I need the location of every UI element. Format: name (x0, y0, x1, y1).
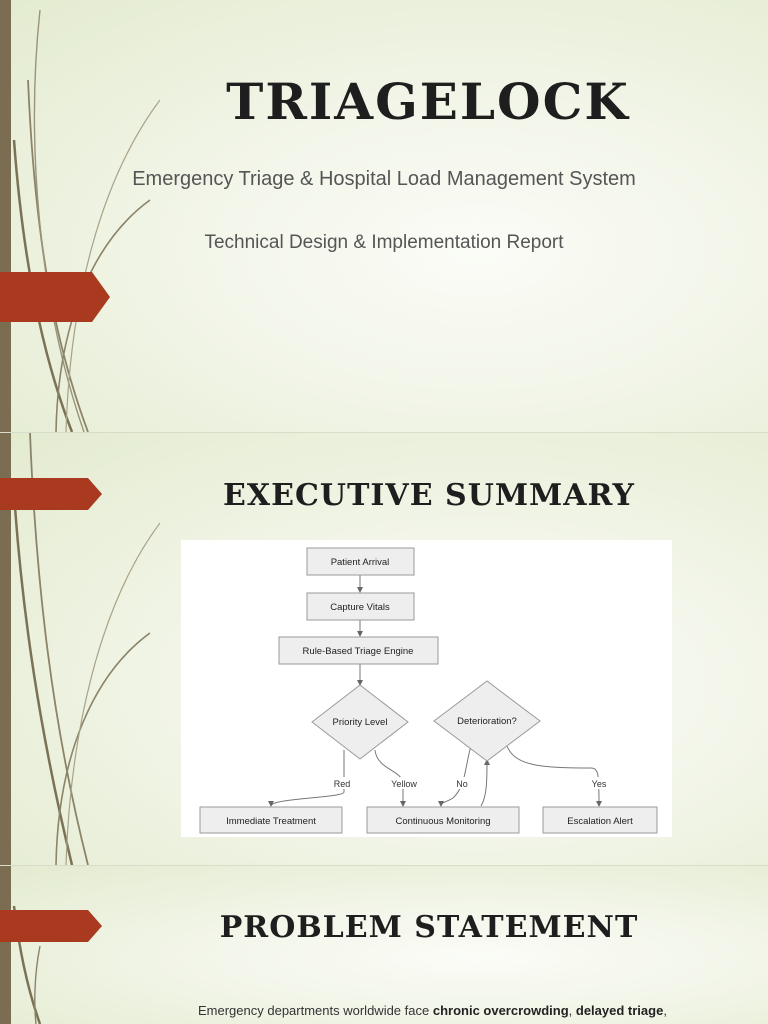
problem-text-end: , (663, 1003, 667, 1018)
problem-statement-slide (0, 866, 768, 1024)
decorative-curves (12, 9, 160, 432)
slide-divider (0, 432, 768, 433)
problem-bold-delayed-triage: delayed triage (575, 1003, 664, 1018)
node-capture-vitals: Capture Vitals (330, 602, 390, 613)
node-continuous-monitoring: Continuous Monitoring (395, 816, 490, 827)
report-type: Technical Design & Implementation Report (204, 232, 564, 253)
node-deterioration: Deterioration? (457, 716, 517, 727)
edge-label-yes: Yes (592, 779, 607, 789)
decorative-curves (12, 905, 42, 1024)
edge-label-yellow: Yellow (391, 779, 417, 789)
problem-text-sep: , (568, 1003, 576, 1018)
slide-left-bar (0, 0, 11, 432)
problem-bold-overcrowding: chronic overcrowding (432, 1003, 569, 1018)
slide-divider (0, 865, 768, 866)
node-immediate-treatment: Immediate Treatment (226, 816, 316, 827)
accent-tag (0, 272, 110, 322)
page-title: TRIAGELOCK (226, 72, 630, 131)
problem-text-start: Emergency departments worldwide face (198, 1003, 433, 1018)
node-triage-engine: Rule-Based Triage Engine (303, 646, 414, 657)
edge-label-red: Red (334, 779, 351, 789)
node-priority-level: Priority Level (333, 717, 388, 728)
node-escalation-alert: Escalation Alert (567, 816, 633, 827)
accent-tag (0, 478, 102, 510)
node-patient-arrival: Patient Arrival (331, 557, 390, 568)
section-title-problem-statement: PROBLEM STATEMENT (219, 910, 639, 945)
title-slide: TRIAGELOCK Emergency Triage & Hospital L… (0, 0, 768, 432)
problem-statement-text: Emergency departments worldwide face chr… (198, 1003, 758, 1018)
subtitle: Emergency Triage & Hospital Load Managem… (132, 168, 636, 190)
slide-left-bar (0, 866, 11, 1024)
triage-flowchart: Patient Arrival Capture Vitals Rule-Base… (181, 540, 672, 837)
accent-tag (0, 910, 102, 942)
slide-left-bar (0, 433, 11, 865)
section-title-executive-summary: EXECUTIVE SUMMARY (223, 478, 635, 513)
edge-label-no: No (456, 779, 468, 789)
